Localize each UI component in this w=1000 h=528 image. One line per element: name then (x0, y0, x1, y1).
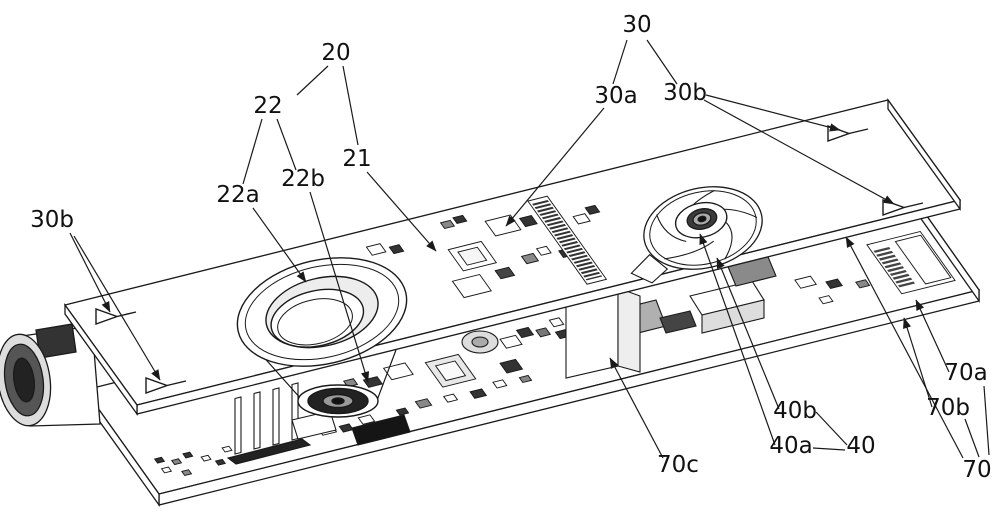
leader-22b (309, 191, 370, 383)
leader-20-a (296, 65, 329, 96)
leader-22-to-22b (276, 118, 297, 171)
leader-30-to-30a (612, 39, 628, 85)
bottom-board-smd-parts (153, 230, 956, 477)
leader-30a (505, 107, 605, 227)
leader-30-to-30b (646, 39, 678, 85)
label-22b: 22b (281, 166, 325, 192)
dark-block (659, 310, 697, 334)
labels: 30 20 22 30a 30b 21 22b 22a 30b 70a 70b … (30, 12, 992, 483)
leader-70b (903, 317, 933, 408)
black-ic (351, 414, 411, 446)
label-20: 20 (321, 40, 350, 66)
label-30b-right: 30b (663, 80, 707, 106)
leader-22a (252, 207, 307, 283)
pin-header (226, 382, 312, 465)
leader-40b (716, 257, 780, 410)
barrel-connector (0, 323, 101, 427)
label-70: 70 (962, 457, 991, 483)
leader-40a (699, 233, 776, 446)
label-30a: 30a (594, 83, 637, 109)
white-box (689, 280, 765, 334)
pin-connector (527, 195, 608, 285)
leader-20-b (342, 65, 359, 146)
leader-30b-left-1 (69, 232, 111, 313)
label-40: 40 (846, 433, 875, 459)
fiducial-mark (95, 308, 137, 325)
lens-assembly (236, 257, 408, 418)
blower-fan (630, 186, 763, 284)
leader-30b-right-1 (705, 94, 841, 132)
leader-40-bracket-2 (812, 447, 846, 451)
leader-30b-left-2 (73, 235, 161, 381)
leader-30b-right-2 (703, 99, 895, 205)
label-22a: 22a (216, 182, 259, 208)
inductor (461, 330, 499, 354)
leader-70-bracket-1 (983, 385, 990, 456)
leader-21 (366, 171, 437, 252)
label-40b: 40b (773, 398, 817, 424)
leader-lines (69, 39, 990, 459)
top-board-right-edge (887, 97, 961, 212)
label-70b: 70b (926, 395, 970, 421)
label-70a: 70a (944, 360, 987, 386)
leader-70-bracket-2 (964, 418, 980, 458)
leader-70 (845, 236, 964, 459)
label-40a: 40a (769, 433, 812, 459)
lens-ring (236, 257, 408, 367)
top-board-smd-parts (365, 195, 608, 299)
bracket-wall (565, 287, 641, 379)
leader-70a (915, 299, 950, 373)
leader-70c (609, 357, 664, 459)
label-22: 22 (253, 93, 282, 119)
fiducial-mark (145, 377, 187, 394)
label-30: 30 (622, 12, 651, 38)
fan-outlet (630, 253, 669, 284)
leader-40-bracket-1 (815, 411, 848, 446)
label-30b-left: 30b (30, 207, 74, 233)
label-70c: 70c (657, 452, 699, 478)
fan-hub (674, 201, 728, 239)
board-connector-70a (866, 230, 956, 295)
leader-22-to-22a (242, 118, 263, 185)
top-board-left-edge (64, 302, 138, 417)
label-21: 21 (342, 146, 371, 172)
